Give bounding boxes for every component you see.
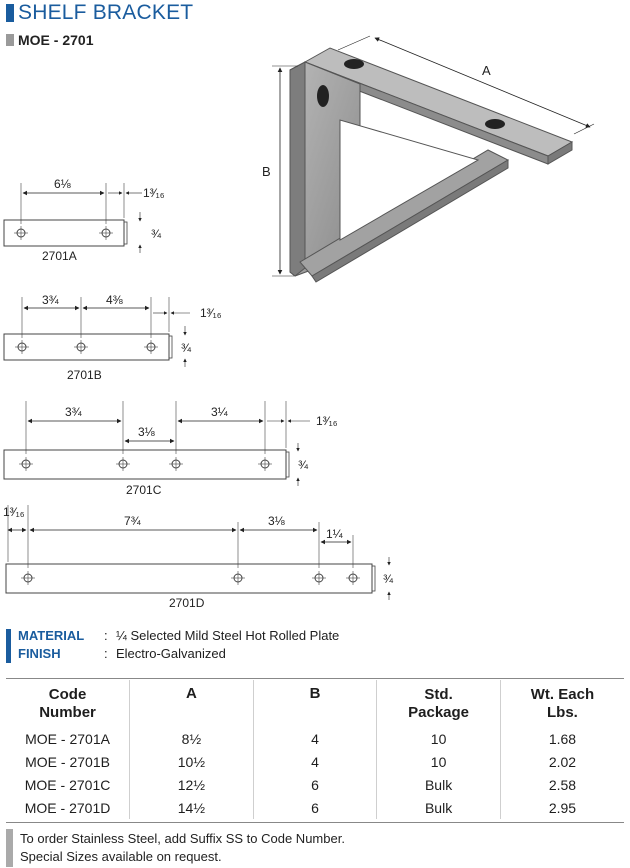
drawing-2701a: 6⅛ 1³⁄₁₆ ¾ 2701A	[3, 177, 165, 263]
finish-label: FINISH	[18, 646, 61, 661]
material-colon: :	[104, 628, 108, 643]
hole-icon	[14, 226, 28, 240]
cell-a: 10½	[129, 750, 254, 773]
hole-icon	[344, 59, 364, 69]
dimension-label: 4⅜	[106, 293, 124, 307]
title-accent-bar	[6, 4, 14, 22]
table-row: MOE - 2701D 14½ 6 Bulk 2.95	[6, 796, 624, 819]
cell-a: 8½	[129, 727, 254, 750]
dimension-b-label: B	[262, 164, 271, 179]
cell-b: 4	[252, 727, 377, 750]
hole-icon	[312, 571, 326, 585]
table-top-rule	[6, 678, 624, 679]
footer-accent-bar	[6, 829, 13, 867]
cell-package: 10	[376, 750, 501, 773]
header-a: A	[129, 680, 254, 727]
finish-value: Electro-Galvanized	[116, 646, 226, 661]
subtitle-accent-bar	[6, 34, 14, 46]
hole-icon	[21, 571, 35, 585]
dimension-label: 3⅛	[268, 514, 286, 528]
cell-b: 6	[252, 773, 377, 796]
drawing-label: 2701B	[67, 368, 102, 382]
dimension-label: 6⅛	[54, 177, 72, 191]
drawing-label: 2701C	[126, 483, 162, 497]
table-row: MOE - 2701A 8½ 4 10 1.68	[6, 727, 624, 750]
dimension-label: 1³⁄₁₆	[143, 186, 165, 200]
cell-b: 6	[252, 796, 377, 819]
dimension-label: ¾	[383, 572, 394, 586]
dimension-label: ¾	[181, 341, 192, 355]
hole-icon	[169, 457, 183, 471]
drawing-label: 2701D	[169, 596, 205, 610]
shelf-bracket-illustration: A B	[262, 35, 595, 283]
hole-icon	[19, 457, 33, 471]
footer-note-stainless: To order Stainless Steel, add Suffix SS …	[20, 831, 345, 846]
cell-weight: 1.68	[499, 727, 624, 750]
drawing-2701d: 1³⁄₁₆ 7¾ 3⅛ 1¼ ¾ 2701D	[3, 505, 394, 610]
hole-icon	[258, 457, 272, 471]
cell-code: MOE - 2701A	[25, 730, 110, 747]
footer-note-special-sizes: Special Sizes available on request.	[20, 849, 222, 864]
table-row: MOE - 2701C 12½ 6 Bulk 2.58	[6, 773, 624, 796]
hole-icon	[144, 340, 158, 354]
cell-package: Bulk	[376, 773, 501, 796]
header-b: B	[252, 680, 377, 727]
hole-icon	[116, 457, 130, 471]
hole-icon	[346, 571, 360, 585]
dimension-label: 3¾	[42, 293, 60, 307]
hole-icon	[317, 85, 329, 107]
dimension-label: 7¾	[124, 514, 142, 528]
hole-icon	[15, 340, 29, 354]
cell-code: MOE - 2701B	[25, 753, 110, 770]
cell-code: MOE - 2701C	[24, 776, 111, 793]
product-code: MOE - 2701	[18, 32, 94, 48]
cell-a: 12½	[129, 773, 254, 796]
technical-drawings: A B 6⅛ 1³⁄₁₆ ¾ 2701A	[3, 35, 595, 610]
hole-icon	[99, 226, 113, 240]
spec-accent-bar	[6, 629, 11, 663]
cell-a: 14½	[129, 796, 254, 819]
hole-icon	[485, 119, 505, 129]
dimension-label: 3¼	[211, 405, 229, 419]
header-std-package: Std.Package	[376, 680, 501, 727]
cell-weight: 2.02	[499, 750, 624, 773]
drawing-label: 2701A	[42, 249, 77, 263]
cell-code: MOE - 2701D	[24, 799, 111, 816]
hole-icon	[74, 340, 88, 354]
dimension-label: 3⅛	[138, 425, 156, 439]
cell-package: 10	[376, 727, 501, 750]
finish-colon: :	[104, 646, 108, 661]
table-bottom-rule	[6, 822, 624, 823]
page-title: SHELF BRACKET	[18, 1, 194, 24]
cell-weight: 2.58	[499, 773, 624, 796]
cell-b: 4	[252, 750, 377, 773]
dimension-label: 1³⁄₁₆	[200, 306, 222, 320]
drawing-2701b: 3¾ 4⅜ 1³⁄₁₆ ¾ 2701B	[3, 293, 222, 382]
dimension-label: 1¼	[326, 527, 344, 541]
hole-icon	[231, 571, 245, 585]
cell-package: Bulk	[376, 796, 501, 819]
cell-weight: 2.95	[499, 796, 624, 819]
drawing-2701c: 3¾ 3⅛ 3¼ 1³⁄₁₆ ¾ 2701C	[3, 401, 338, 497]
dimension-label: ¾	[151, 227, 162, 241]
dimension-label: 1³⁄₁₆	[3, 505, 25, 519]
dimension-a-label: A	[482, 63, 491, 78]
dimension-label: ¾	[298, 458, 309, 472]
table-row: MOE - 2701B 10½ 4 10 2.02	[6, 750, 624, 773]
dimension-label: 3¾	[65, 405, 83, 419]
material-value: ¼ Selected Mild Steel Hot Rolled Plate	[116, 628, 340, 643]
dimension-label: 1³⁄₁₆	[316, 414, 338, 428]
material-label: MATERIAL	[18, 628, 85, 643]
